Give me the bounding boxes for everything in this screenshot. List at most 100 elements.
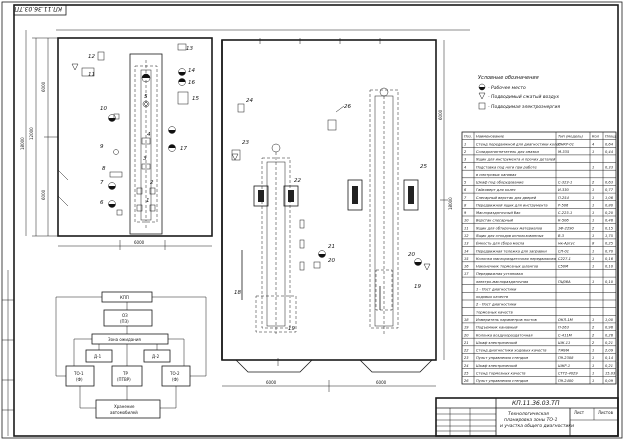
- top-stamp-text: КП.11.36.03.ТП: [14, 5, 62, 12]
- svg-text:ОЗ: ОЗ: [122, 313, 128, 318]
- spec-cell: 0,80: [605, 203, 614, 207]
- spec-cell: 18: [464, 318, 469, 322]
- spec-cell: П9-2400: [558, 379, 574, 383]
- spec-cell: С-411М: [558, 333, 572, 337]
- left-room: 12000 6000 6000 6000 5 4 3 2 1 11 12: [29, 37, 213, 250]
- spec-cell: 0,63: [605, 181, 614, 185]
- dim-left-outer: 12000: [29, 127, 34, 140]
- spec-cell: Слесарный верстак для дверей: [476, 196, 537, 200]
- spec-cell: 26: [464, 379, 469, 383]
- spec-cell: П-263: [558, 326, 570, 330]
- spec-cell: 6: [464, 188, 467, 192]
- spec-cell: 2: [592, 341, 595, 345]
- spec-cell: 1: [592, 211, 594, 215]
- spec-cell: 0,25: [605, 242, 614, 246]
- spec-cell: 21: [464, 341, 469, 345]
- spec-cell: 1: [592, 318, 594, 322]
- title-code: КП.11.36.03.ТП: [512, 400, 560, 407]
- spec-cell: 20: [464, 333, 469, 337]
- spec-cell: СТТ2-4029: [558, 371, 578, 375]
- spec-cell: 1: [592, 196, 594, 200]
- spec-cell: Ёмкость для сбора масла: [476, 241, 524, 246]
- flow-main: [103, 309, 153, 327]
- spec-cell: в смотровых канавах: [476, 173, 517, 177]
- spec-cell: 23: [464, 356, 469, 360]
- pos-5: 5: [144, 94, 148, 100]
- spec-cell: 2: [592, 333, 595, 337]
- spec-cell: 0,15: [605, 226, 614, 230]
- pos-26: 26: [344, 104, 351, 110]
- inspection-pit: [129, 53, 163, 235]
- spec-cell: Передвижная тележка для заправки: [476, 249, 547, 253]
- spec-cell: Р-506: [558, 203, 569, 207]
- spec-header-cell: Поз.: [464, 135, 472, 139]
- spec-cell: 3: [464, 158, 467, 162]
- spec-cell: 0,09: [605, 379, 614, 383]
- dim-plan-height: 18000: [20, 137, 25, 150]
- top-stamp: КП.11.36.03.ТП: [13, 4, 67, 16]
- spec-cell: 0,96: [605, 326, 614, 330]
- spec-cell: М-335: [558, 150, 570, 154]
- spec-cell: Стенд тормозных качеств: [476, 371, 526, 375]
- spec-cell: 22: [464, 349, 469, 353]
- overall-dimension: 18000: [20, 29, 470, 236]
- right-building: 18000 6000 6000 6000 22 18 19 25: [221, 38, 453, 392]
- legend-heading: Условные обозначения: [478, 75, 539, 81]
- spec-cell: С227-1: [558, 257, 571, 261]
- spec-cell: 5: [464, 181, 467, 185]
- spec-cell: 1: [592, 265, 594, 269]
- spec-cell: 1,06: [605, 196, 614, 200]
- spec-cell: электро-маслораздаточная: [476, 280, 529, 284]
- spec-cell: 2: [592, 226, 595, 230]
- spec-cell: тормозных качеств: [476, 310, 513, 314]
- spec-cell: ходовых качеств: [475, 295, 508, 299]
- spec-cell: 1: [592, 234, 594, 238]
- pos-3: 3: [143, 156, 147, 162]
- spec-cell: 1: [592, 150, 594, 154]
- spec-cell: 0,20: [605, 211, 614, 215]
- spec-cell: Подставка под ноги при работе: [476, 165, 537, 169]
- left-margin-strip: [2, 270, 14, 436]
- spec-header-cell: Наименование: [476, 135, 505, 139]
- spec-cell: И-330: [558, 188, 570, 192]
- dim-bottom-right: 6000: [376, 380, 387, 385]
- spec-cell: 1: [464, 142, 466, 146]
- title-line-1: планировка зоны ТО-1: [504, 417, 558, 423]
- pos-6: 6: [100, 200, 104, 206]
- dim-right-total: 18000: [448, 197, 453, 210]
- spec-cell: 2 - Пост диагностики: [476, 303, 517, 307]
- spec-cell: Шкаф электрический: [476, 364, 518, 368]
- spec-cell: 9: [464, 211, 467, 215]
- dim-bottom-middle: 6000: [266, 380, 277, 385]
- spec-cell: 25: [464, 371, 469, 375]
- spec-cell: Гайковерт для колес: [476, 188, 516, 192]
- pos-2: 2: [150, 180, 154, 186]
- spec-cell: 4: [592, 142, 595, 146]
- spec-cell: Пульт управления стендом: [476, 379, 528, 383]
- pos-19-left: 19: [288, 326, 295, 332]
- svg-text:Д-1: Д-1: [94, 354, 102, 359]
- spec-cell: 1: [592, 371, 594, 375]
- spec-cell: 16: [464, 265, 469, 269]
- spec-cell: 1: [592, 165, 594, 169]
- spec-cell: 8: [464, 203, 467, 207]
- spec-cell: 1,00: [605, 318, 614, 322]
- spec-cell: Солидолнагнетатель для смазки: [476, 150, 540, 154]
- spec-cell: 15: [464, 257, 469, 261]
- spec-cell: 2: [592, 326, 595, 330]
- legend-item-1: - Подводимый сжатый воздух: [488, 94, 559, 100]
- spec-cell: мк-Аргус: [558, 242, 575, 246]
- spec-cell: 0,70: [605, 249, 614, 253]
- pos-9: 9: [100, 144, 104, 150]
- flow-storage: [95, 399, 161, 419]
- flow-tr: [111, 365, 143, 387]
- title-line-2: и участка общего диагностики: [500, 423, 574, 429]
- spec-cell: 1 - Пост диагностики: [476, 287, 517, 291]
- spec-cell: 1: [592, 219, 594, 223]
- dim-left-bay-width: 6000: [134, 240, 145, 245]
- pos-16: 16: [188, 80, 195, 86]
- spec-cell: 2: [464, 150, 467, 154]
- title-line-0: Технологическая: [508, 411, 549, 417]
